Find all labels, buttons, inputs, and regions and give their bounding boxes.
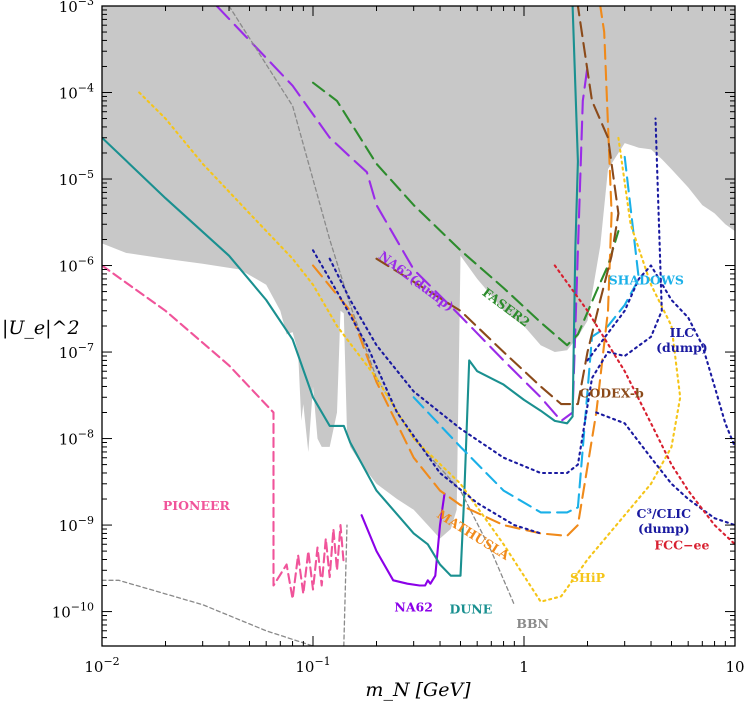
series-line-6 xyxy=(102,579,314,646)
series-line-3 xyxy=(311,81,620,347)
y-tick-label-5: 10−5 xyxy=(59,168,94,189)
x-axis-label-text: m_N [GeV] xyxy=(365,679,471,701)
x-axis-label: m_N [GeV] xyxy=(365,679,471,701)
series-line-11 xyxy=(138,91,682,603)
series-line-9 xyxy=(311,6,613,537)
x-tick-label-3: 10 xyxy=(725,658,744,676)
series-label-10: CODEX-b xyxy=(579,385,644,400)
series-line-12 xyxy=(328,117,663,475)
y-axis-label: |U_e|^2 xyxy=(2,317,80,339)
x-tick-label-0: 10−2 xyxy=(84,655,119,676)
series-label-5: BBN xyxy=(516,616,549,631)
series-line-16 xyxy=(553,264,735,546)
y-tick-label-3: 10−7 xyxy=(59,341,94,362)
series-label-14: C³/CLIC(dump) xyxy=(637,506,692,536)
y-tick-label-6: 10−4 xyxy=(59,82,94,103)
series-layer xyxy=(102,6,735,646)
tick-layer: 10−2 10−1 1 10 10−10 10−9 10−8 10−7 10−6 10−5 10−4… xyxy=(52,0,745,676)
series-line-15 xyxy=(595,411,735,527)
series-line-10 xyxy=(375,6,620,406)
y-tick-label-4: 10−6 xyxy=(59,255,94,276)
y-tick-label-7: 10−3 xyxy=(59,0,94,16)
x-tick-label-2: 1 xyxy=(519,658,529,676)
series-label-9: MATHUSLA xyxy=(434,506,512,563)
series-label-0: PIONEER xyxy=(163,498,231,513)
y-tick-label-0: 10−10 xyxy=(52,601,94,622)
series-label-1: NA62 xyxy=(394,600,433,615)
series-line-2 xyxy=(215,6,589,422)
series-label-4: DUNE xyxy=(450,602,493,617)
y-axis-label-text: |U_e|^2 xyxy=(2,317,80,339)
y-tick-label-1: 10−9 xyxy=(59,514,94,535)
y-tick-label-2: 10−8 xyxy=(59,428,94,449)
x-tick-label-1: 10−1 xyxy=(295,655,330,676)
series-label-16: FCC−ee xyxy=(654,538,709,553)
series-label-8: SHADOWS xyxy=(609,273,684,288)
series-line-4 xyxy=(102,6,579,577)
series-line-14 xyxy=(586,264,735,448)
series-line-7 xyxy=(343,524,348,646)
series-label-12: ILC(dump) xyxy=(656,325,708,355)
series-line-0 xyxy=(102,264,345,600)
series-label-11: SHiP xyxy=(570,570,606,585)
series-line-8 xyxy=(412,155,640,514)
